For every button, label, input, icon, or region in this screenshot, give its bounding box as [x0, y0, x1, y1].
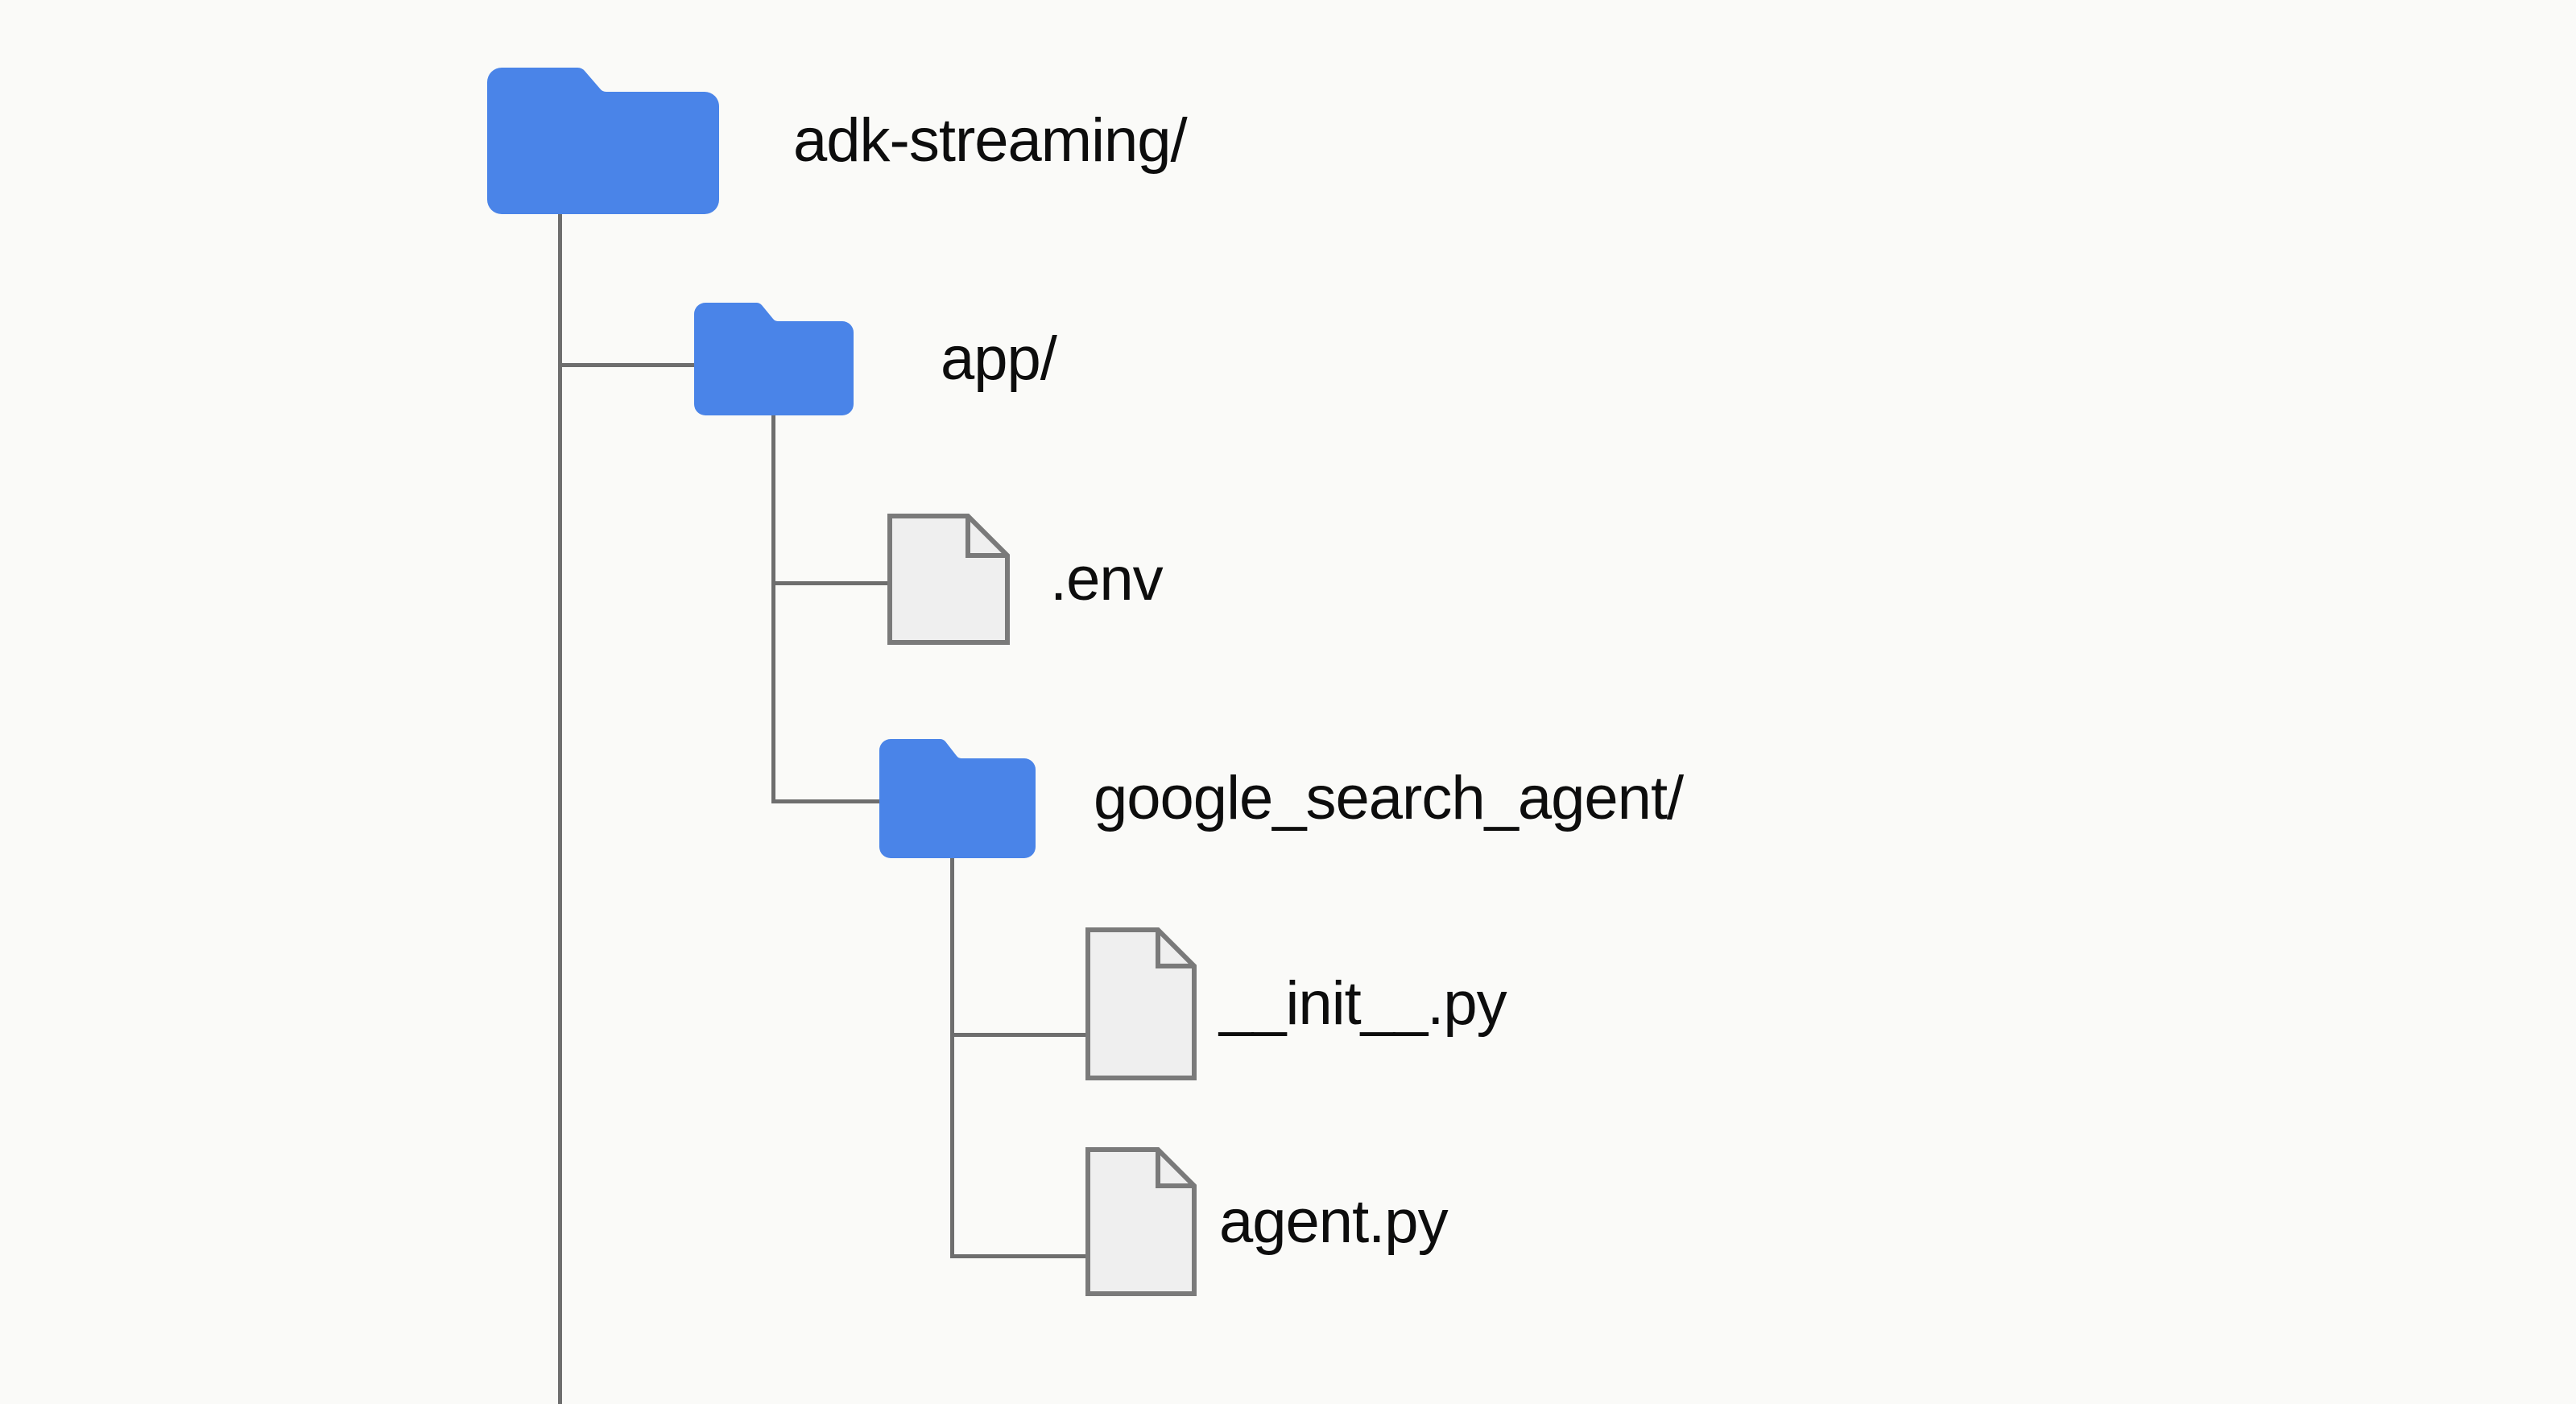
connector-app-to-google-search-agent — [771, 799, 883, 803]
tree-node-label: google_search_agent/ — [1094, 764, 1684, 832]
tree-node-google-search-agent[interactable]: google_search_agent/ — [879, 739, 1684, 858]
connector-gsa-to-init — [950, 1033, 1087, 1037]
tree-node-agent-py[interactable]: agent.py — [1085, 1147, 1449, 1296]
tree-node-label: __init__.py — [1219, 969, 1507, 1038]
tree-node-root[interactable]: adk-streaming/ — [487, 68, 1188, 214]
connector-root-vertical — [558, 208, 562, 1404]
tree-node-label: adk-streaming/ — [793, 106, 1188, 175]
tree-node-env[interactable]: .env — [887, 514, 1164, 645]
connector-app-to-env — [771, 581, 891, 585]
tree-node-label: agent.py — [1219, 1187, 1449, 1256]
connector-app-vertical — [771, 411, 775, 803]
connector-root-to-app — [558, 363, 697, 367]
tree-node-app[interactable]: app/ — [694, 303, 1057, 415]
connector-gsa-to-agent — [950, 1254, 1087, 1258]
file-icon — [1085, 1147, 1197, 1296]
folder-icon — [487, 68, 719, 214]
tree-node-init-py[interactable]: __init__.py — [1085, 927, 1507, 1080]
folder-icon — [694, 303, 854, 415]
connector-gsa-vertical — [950, 853, 954, 1258]
folder-icon — [879, 739, 1036, 858]
file-icon — [887, 514, 1010, 645]
tree-node-label: .env — [1050, 544, 1164, 613]
tree-node-label: app/ — [941, 324, 1057, 393]
file-icon — [1085, 927, 1197, 1080]
